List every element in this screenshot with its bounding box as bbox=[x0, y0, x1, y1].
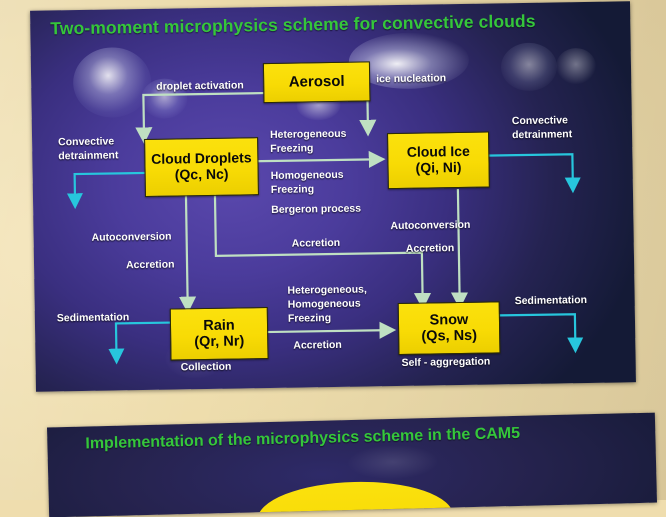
label-convective-detrainment-left-line1: Convective bbox=[58, 135, 115, 149]
label-convective-detrainment-right-line1: Convective bbox=[511, 114, 568, 128]
arrow-convective-detrainment-right bbox=[469, 153, 581, 194]
box-cloud-ice-sublabel: (Qi, Ni) bbox=[415, 158, 462, 176]
label-collection: Collection bbox=[180, 360, 232, 374]
slide-top-microphysics-scheme: Two-moment microphysics scheme for conve… bbox=[30, 1, 636, 392]
label-rain-to-snow-line1: Heterogeneous, bbox=[287, 283, 367, 297]
arrow-aerosol-to-cloud-ice bbox=[359, 97, 377, 137]
arrow-rain-to-snow bbox=[265, 321, 397, 339]
yellow-ellipse-shape[interactable] bbox=[256, 479, 455, 517]
label-rain-to-snow-line2: Homogeneous bbox=[287, 297, 361, 311]
label-convective-detrainment-right-line2: detrainment bbox=[511, 128, 573, 142]
label-accretion-middle: Accretion bbox=[291, 236, 341, 250]
box-rain-sublabel: (Qr, Nr) bbox=[194, 333, 245, 351]
arrow-convective-detrainment-left bbox=[66, 171, 145, 210]
box-aerosol-label: Aerosol bbox=[288, 72, 345, 91]
box-rain-label: Rain bbox=[203, 317, 235, 334]
glare-reflection-icon bbox=[347, 443, 439, 481]
label-homogeneous-freezing-line1: Homogeneous bbox=[270, 168, 344, 182]
box-cloud-droplets-sublabel: (Qc, Nc) bbox=[174, 165, 229, 183]
box-cloud-droplets[interactable]: Cloud Droplets (Qc, Nc) bbox=[144, 137, 259, 197]
label-sedimentation-left: Sedimentation bbox=[56, 311, 130, 325]
label-self-aggregation: Self - aggregation bbox=[401, 355, 491, 369]
label-heterogeneous-freezing-line2: Freezing bbox=[270, 142, 314, 155]
label-accretion-right: Accretion bbox=[405, 242, 455, 255]
label-accretion-left: Accretion bbox=[125, 258, 175, 272]
box-cloud-ice[interactable]: Cloud Ice (Qi, Ni) bbox=[387, 131, 490, 190]
box-aerosol[interactable]: Aerosol bbox=[262, 61, 371, 104]
label-autoconversion-left: Autoconversion bbox=[91, 230, 172, 244]
flow-arrows bbox=[66, 91, 584, 365]
label-sedimentation-right: Sedimentation bbox=[514, 294, 588, 308]
slide-bottom-implementation: Implementation of the microphysics schem… bbox=[46, 412, 658, 517]
arrow-sedimentation-snow bbox=[498, 313, 584, 354]
label-rain-to-snow-line4: Accretion bbox=[293, 338, 342, 352]
arrow-cloud-droplets-to-snow bbox=[213, 192, 432, 310]
label-ice-nucleation: ice nucleation bbox=[376, 72, 447, 86]
box-snow-sublabel: (Qs, Ns) bbox=[421, 327, 478, 345]
box-snow[interactable]: Snow (Qs, Ns) bbox=[397, 301, 501, 355]
box-snow-label: Snow bbox=[429, 311, 469, 329]
arrow-cloud-ice-to-snow bbox=[450, 189, 469, 310]
box-rain[interactable]: Rain (Qr, Nr) bbox=[169, 307, 269, 361]
label-homogeneous-freezing-line2: Freezing bbox=[270, 183, 315, 196]
label-droplet-activation: droplet activation bbox=[156, 79, 244, 93]
arrow-cloud-droplets-to-rain bbox=[178, 193, 197, 314]
label-convective-detrainment-left-line2: detrainment bbox=[58, 149, 119, 163]
label-heterogeneous-freezing-line1: Heterogeneous bbox=[269, 127, 347, 141]
label-bergeron-process: Bergeron process bbox=[271, 202, 362, 216]
label-rain-to-snow-line3: Freezing bbox=[287, 312, 332, 325]
arrow-aerosol-to-cloud-droplets bbox=[135, 91, 264, 145]
arrow-sedimentation-rain bbox=[108, 321, 172, 365]
label-autoconversion-right: Autoconversion bbox=[390, 218, 471, 233]
